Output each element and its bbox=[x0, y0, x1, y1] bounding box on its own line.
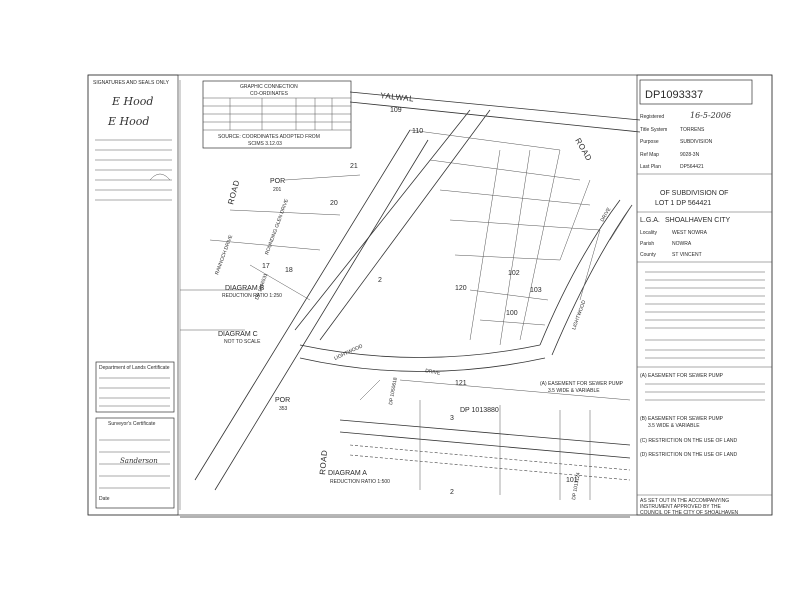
label-lightwood-drive: DRIVE bbox=[425, 368, 442, 377]
ref-map-label: Ref Map bbox=[640, 152, 659, 158]
lot-20: 20 bbox=[330, 200, 338, 207]
ref-map: 9028-3N bbox=[680, 152, 700, 158]
lga-label: L.G.A. bbox=[640, 217, 660, 224]
lot-109: 109 bbox=[390, 107, 402, 114]
label-dp-bottom: DP 1013880 bbox=[460, 407, 499, 414]
easement-b: (B) EASEMENT FOR SEWER PUMP bbox=[640, 416, 724, 422]
label-road-bottom: ROAD bbox=[318, 449, 329, 475]
locality-label: Locality bbox=[640, 230, 657, 236]
label-diagram-a: DIAGRAM A bbox=[328, 470, 367, 477]
diagram-c-scale: NOT TO SCALE bbox=[224, 339, 261, 345]
county-label: County bbox=[640, 252, 656, 258]
signatures-heading: SIGNATURES AND SEALS ONLY bbox=[93, 80, 170, 86]
lot-103: 103 bbox=[530, 287, 542, 294]
last-plan-label: Last Plan bbox=[640, 164, 661, 170]
lot-3: 3 bbox=[450, 415, 454, 422]
bottom-note-1: AS SET OUT IN THE ACCOMPANYING bbox=[640, 498, 729, 504]
coordinates-source: SOURCE: COORDINATES ADOPTED FROM bbox=[218, 134, 320, 140]
label-yalwal: YALWAL bbox=[380, 91, 415, 104]
label-por-bottom: POR bbox=[275, 397, 290, 404]
bottom-note-2: INSTRUMENT APPROVED BY THE bbox=[640, 504, 722, 510]
easement-a-map: (A) EASEMENT FOR SEWER PUMP bbox=[540, 381, 624, 387]
plan-border bbox=[87, 74, 773, 516]
lot-17: 17 bbox=[262, 263, 270, 270]
surveyor-date-label: Date bbox=[99, 496, 110, 502]
lot-2-lower: 2 bbox=[450, 489, 454, 496]
lot-110: 110 bbox=[412, 128, 423, 135]
easement-c: (C) RESTRICTION ON THE USE OF LAND bbox=[640, 438, 738, 444]
surveyor-signature: Sanderson bbox=[120, 457, 158, 465]
label-dp-lower: DP 1013124 bbox=[571, 472, 582, 501]
easement-b-width: 3.5 WIDE & VARIABLE bbox=[648, 423, 700, 429]
lot-102: 102 bbox=[508, 270, 520, 277]
coordinates-source-2: SCIMS 3.12.03 bbox=[248, 141, 282, 147]
label-rannoch: RANNOCH DRIVE bbox=[214, 234, 234, 276]
lot-121: 121 bbox=[455, 380, 467, 387]
dept-cert-title: Department of Lands Certificate bbox=[99, 365, 170, 371]
signatures-panel: SIGNATURES AND SEALS ONLY E Hood E Hood … bbox=[87, 74, 181, 516]
lot-100: 100 bbox=[506, 310, 518, 317]
lot-120: 120 bbox=[455, 285, 467, 292]
title-system: TORRENS bbox=[680, 127, 705, 133]
coordinates-subtitle: CO-ORDINATES bbox=[250, 91, 289, 97]
lga: SHOALHAVEN CITY bbox=[665, 217, 731, 224]
county: ST VINCENT bbox=[672, 252, 702, 258]
label-road-top: ROAD bbox=[573, 137, 593, 163]
label-lightwood: LIGHTWOOD bbox=[333, 343, 364, 362]
lot-101: 101 bbox=[566, 477, 578, 484]
diagram-b-scale: REDUCTION RATIO 1:250 bbox=[222, 293, 282, 299]
label-drive-right: DRIVE bbox=[600, 206, 613, 223]
label-dp-mid: DP 1050618 bbox=[388, 377, 399, 406]
coordinates-title: GRAPHIC CONNECTION bbox=[240, 84, 298, 90]
signature-2: E Hood bbox=[107, 115, 149, 128]
label-por-top-num: 201 bbox=[273, 187, 282, 193]
label-por-top: POR bbox=[270, 178, 285, 185]
lot-2: 2 bbox=[378, 277, 382, 284]
label-lightwood-right: LIGHTWOOD bbox=[571, 299, 587, 330]
bottom-note-3: COUNCIL OF THE CITY OF SHOALHAVEN bbox=[640, 510, 739, 516]
purpose-label: Purpose bbox=[640, 139, 659, 145]
easement-a: (A) EASEMENT FOR SEWER PUMP bbox=[640, 373, 724, 379]
label-diagram-c: DIAGRAM C bbox=[218, 331, 258, 338]
signature-1: E Hood bbox=[111, 95, 153, 108]
coordinates-table: GRAPHIC CONNECTION CO-ORDINATES SOURCE: … bbox=[202, 80, 352, 149]
plan-title: OF SUBDIVISION OF bbox=[660, 190, 728, 197]
label-por-bottom-num: 353 bbox=[279, 406, 288, 412]
registered-date: 16-5-2006 bbox=[690, 111, 731, 120]
last-plan: DP564421 bbox=[680, 164, 704, 170]
lot-18: 18 bbox=[285, 267, 293, 274]
title-system-label: Title System bbox=[640, 127, 667, 133]
easement-a-map-width: 3.5 WIDE & VARIABLE bbox=[548, 388, 600, 394]
diagram-a-scale: REDUCTION RATIO 1:500 bbox=[330, 479, 390, 485]
label-road-left: ROAD bbox=[226, 179, 241, 206]
parish-label: Parish bbox=[640, 241, 654, 247]
locality: WEST NOWRA bbox=[672, 230, 708, 236]
title-block: DP1093337 Registered 16-5-2006 Title Sys… bbox=[636, 74, 773, 516]
parish: NOWRA bbox=[672, 241, 692, 247]
registered-label: Registered bbox=[640, 114, 664, 120]
plan-title-lot: LOT 1 DP 564421 bbox=[655, 200, 711, 207]
easement-d: (D) RESTRICTION ON THE USE OF LAND bbox=[640, 452, 738, 458]
lot-21: 21 bbox=[350, 163, 358, 170]
surveyor-cert-title: Surveyor's Certificate bbox=[108, 421, 156, 427]
label-diagram-b: DIAGRAM B bbox=[225, 285, 265, 292]
purpose: SUBDIVISION bbox=[680, 139, 713, 145]
plan-linework bbox=[180, 91, 641, 518]
plan-number: DP1093337 bbox=[645, 89, 703, 101]
